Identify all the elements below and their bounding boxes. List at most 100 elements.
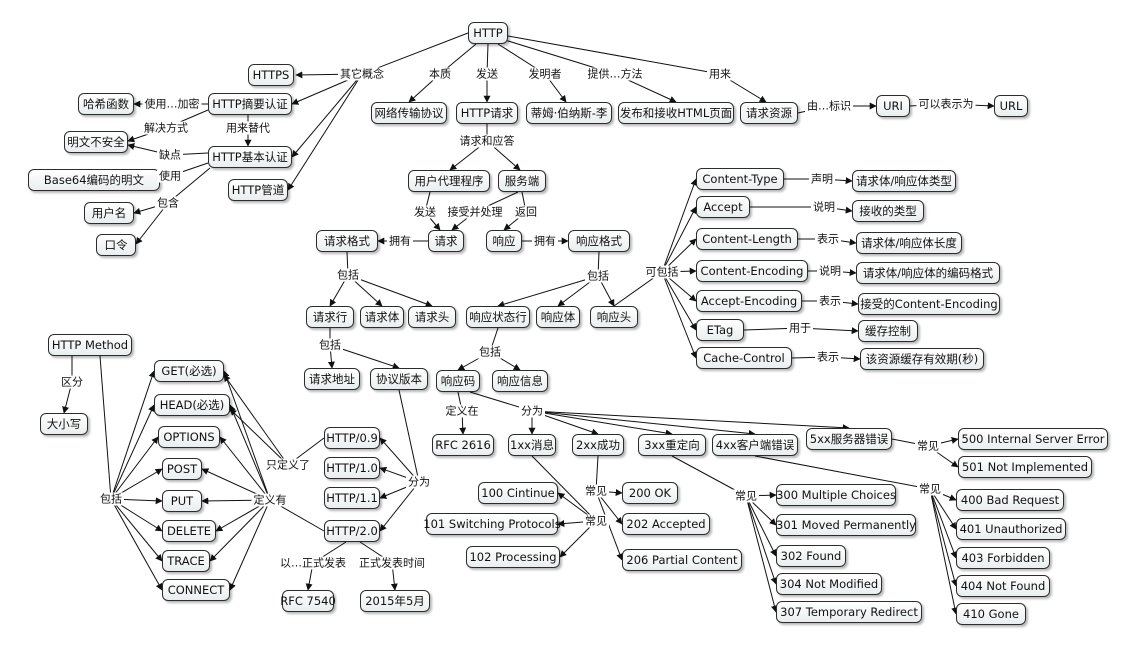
node-c206: 206 Partial Content (622, 549, 742, 571)
node-server: 服务端 (498, 170, 546, 192)
node-accept-desc: 接收的类型 (852, 200, 924, 222)
node-get: GET(必选) (154, 360, 224, 382)
node-http: HTTP (468, 22, 508, 44)
edge-label-accept-process: 接受并处理 (445, 205, 505, 219)
node-http10: HTTP/1.0 (324, 457, 380, 479)
connector (507, 35, 721, 75)
connector (661, 206, 697, 273)
edge-label-common5: 常见 (915, 439, 941, 453)
node-response: 响应 (486, 230, 522, 252)
node-c403: 403 Forbidden (956, 547, 1050, 569)
node-status-code: 响应码 (436, 370, 480, 392)
node-https: HTTPS (248, 64, 294, 86)
connector (287, 73, 363, 191)
node-c307: 307 Temporary Redirect (776, 601, 922, 623)
node-request-header: 请求头 (408, 306, 456, 328)
node-cl-desc: 请求体/响应体长度 (856, 232, 962, 254)
node-http09: HTTP/0.9 (324, 427, 380, 449)
edge-label-send: 发送 (474, 67, 500, 81)
connector (595, 490, 624, 561)
edge-label-indicate1: 表示 (815, 232, 841, 246)
edge-label-has1: 拥有 (387, 234, 413, 248)
node-head: HEAD(必选) (154, 394, 230, 416)
node-c1xx: 1xx消息 (508, 434, 556, 456)
node-request-format: 请求格式 (316, 230, 378, 252)
edge-label-publish-time: 正式发表时间 (357, 556, 427, 570)
node-connect: CONNECT (162, 579, 230, 601)
connector (671, 455, 747, 497)
connector (110, 436, 159, 500)
node-c401: 401 Unauthorized (956, 518, 1066, 540)
connector (110, 404, 155, 500)
edge-label-only-defined: 只定义了 (264, 458, 312, 472)
connector (661, 271, 697, 359)
connector (929, 488, 958, 587)
connector (379, 481, 420, 532)
connector (229, 499, 271, 591)
edge-label-declare: 声明 (809, 172, 835, 186)
node-post: POST (162, 458, 202, 480)
edge-label-replaced-by: 用来替代 (224, 121, 272, 135)
node-http11: HTTP/1.1 (324, 487, 380, 509)
node-c102: 102 Processing (466, 546, 560, 568)
edge-label-solution: 解决方式 (142, 121, 190, 135)
node-may2015: 2015年5月 (360, 590, 430, 612)
edge-label-distinguish: 区分 (59, 375, 85, 389)
node-content-length: Content-Length (696, 228, 798, 250)
connector (661, 178, 698, 273)
edge-label-indicate2: 表示 (817, 294, 843, 308)
edge-label-includes4: 包括 (477, 345, 503, 359)
edge-label-contains1: 包含 (155, 196, 181, 210)
node-etag-desc: 缓存控制 (858, 320, 918, 342)
edge-label-common2: 常见 (583, 484, 609, 498)
connector (229, 408, 289, 466)
node-protocol-version: 协议版本 (370, 368, 428, 390)
node-uri: URI (876, 95, 910, 117)
edge-label-common3: 常见 (733, 489, 759, 503)
node-ct-desc: 请求体/响应体类型 (852, 170, 956, 192)
edge-label-use: 使用 (157, 169, 183, 183)
node-c410: 410 Gone (956, 603, 1026, 625)
connector (110, 370, 156, 500)
edge-label-used-for: 用来 (707, 67, 733, 81)
node-rfc7540: RFC 7540 (280, 590, 336, 612)
edge-label-return: 返回 (513, 205, 539, 219)
connector (745, 495, 778, 613)
connector (229, 404, 271, 501)
connector (219, 436, 271, 501)
edge-label-includes3: 包括 (317, 338, 343, 352)
node-c302: 302 Found (776, 545, 846, 567)
node-publish-html: 发布和接收HTML页面 (618, 102, 734, 124)
node-c2xx: 2xx成功 (572, 434, 624, 456)
connector (110, 498, 163, 591)
node-base64: Base64编码的明文 (28, 169, 160, 191)
node-c4xx: 4xx客户端错误 (712, 434, 798, 456)
edge-label-provide-method: 提供…方法 (585, 67, 645, 81)
node-request-resource: 请求资源 (740, 102, 798, 124)
node-ae-desc: 接受的Content-Encoding (858, 293, 1000, 315)
node-c300: 300 Multiple Choices (776, 484, 896, 506)
node-user-agent: 用户代理程序 (408, 170, 490, 192)
node-ce-desc: 请求体/响应体的编码格式 (856, 262, 1000, 284)
connector (929, 488, 957, 530)
node-c404: 404 Not Found (956, 575, 1050, 597)
edge-label-divided2: 分为 (519, 404, 545, 418)
edge-label-flaw: 缺点 (157, 148, 183, 162)
connector (347, 274, 433, 308)
edge-label-use-encrypt: 使用…加密 (142, 97, 202, 111)
node-accept-encoding: Accept-Encoding (696, 290, 802, 312)
edge-label-send2: 发送 (412, 205, 438, 219)
edge-label-common1: 常见 (583, 514, 609, 528)
node-case-sensitive: 大小写 (40, 413, 88, 435)
node-cc-desc: 该资源缓存有效期(秒) (860, 348, 984, 370)
node-request: 请求 (428, 230, 464, 252)
connector (379, 437, 420, 483)
edge-label-includes2: 包括 (585, 269, 611, 283)
connector (929, 488, 959, 615)
node-cache-control: Cache-Control (696, 347, 792, 369)
edge-label-req-resp: 请求和应答 (457, 134, 517, 148)
node-c304: 304 Not Modified (776, 573, 882, 595)
edge-label-explain1: 说明 (811, 200, 837, 214)
node-c101: 101 Switching Protocols (423, 513, 561, 535)
node-hash-func: 哈希函数 (78, 93, 134, 115)
